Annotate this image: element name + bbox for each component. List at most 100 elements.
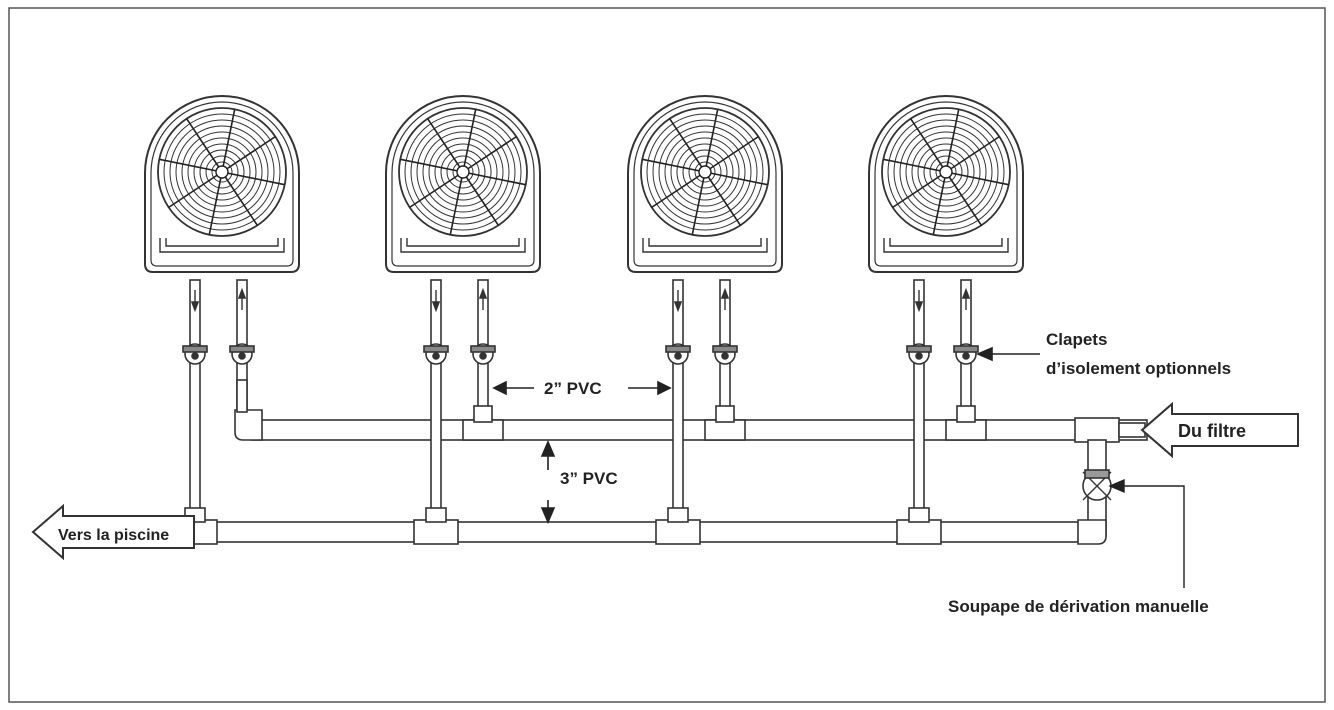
fan-guard-ring: [893, 119, 999, 225]
fan-hub: [698, 165, 712, 179]
up-flow-arrow: [478, 287, 488, 310]
unit-inner-outline: [633, 101, 777, 267]
fan-guard-ring: [899, 125, 993, 219]
arrow-head: [190, 301, 200, 313]
fan-guard-ring: [446, 155, 480, 189]
pvc-2-label: 2” PVC: [544, 379, 602, 398]
fan-spoke: [642, 158, 706, 173]
clapets-pointer-arrow: [975, 346, 1040, 362]
fan-guard-ring: [452, 161, 474, 183]
unit-4-outlet-valve: [906, 343, 932, 365]
fan-spoke: [668, 118, 706, 173]
valve-stem: [479, 352, 487, 360]
fan-guard-ring: [157, 107, 287, 237]
tee-3in-neck-3: [667, 507, 689, 523]
fan-guard-ring: [658, 125, 752, 219]
unit-housing: [385, 95, 541, 273]
fan-guard-ring: [694, 161, 716, 183]
diagram-frame: [8, 7, 1326, 703]
tee-2in-4: [945, 419, 987, 441]
fan-spoke: [168, 171, 223, 209]
heat-pump-unit-1: [144, 95, 300, 273]
fan-spoke: [945, 109, 960, 173]
clapets-label-line1: Clapets: [1046, 330, 1107, 349]
fan-guard-ring: [205, 155, 239, 189]
unit-1-outlet-valve: [182, 343, 208, 365]
unit-3-outlet-valve: [665, 343, 691, 365]
fan-spoke: [462, 135, 517, 173]
arrow-head: [478, 287, 488, 299]
fan-guard-ring: [422, 131, 504, 213]
bypass-elbow-bottom: [1077, 519, 1107, 545]
fan-guard-ring: [646, 113, 764, 231]
du-filtre-label: Du filtre: [1178, 421, 1246, 441]
fan-guard-ring: [193, 143, 251, 201]
fan-guard-ring: [175, 125, 269, 219]
elbow-left: [234, 409, 263, 441]
fan-spoke: [651, 171, 706, 209]
fan-hub: [939, 165, 953, 179]
unit-2-outlet-valve: [423, 343, 449, 365]
du-filtre-arrow: Du filtre: [1140, 401, 1299, 459]
unit-housing: [868, 95, 1024, 273]
unit-2-inlet-valve: [470, 343, 496, 365]
valve-handle: [953, 345, 979, 353]
arrow-head: [237, 287, 247, 299]
pvc-2-dimension-arrows: [492, 380, 672, 396]
tee-2in-neck-4: [956, 405, 976, 423]
fan-spoke: [945, 171, 1009, 186]
return-header-2in: [251, 419, 1148, 441]
fan-guard-ring: [917, 143, 975, 201]
tee-2in-neck-3: [715, 405, 735, 423]
unit-inner-outline: [150, 101, 294, 267]
unit-inner-outline: [391, 101, 535, 267]
tee-3in-neck-2: [425, 507, 447, 523]
tee-3in-neck-4: [908, 507, 930, 523]
tee-3in-4: [896, 519, 942, 545]
soupape-label: Soupape de dérivation manuelle: [948, 597, 1209, 616]
valve-handle: [423, 345, 449, 353]
valve-stem: [191, 352, 199, 360]
fan-guard-ring: [410, 119, 516, 225]
tee-2in-3: [704, 419, 746, 441]
unit-housing: [144, 95, 300, 273]
unit-base-bracket: [159, 238, 285, 253]
heat-pumps: [144, 95, 1024, 273]
fan-guard-ring: [434, 143, 492, 201]
arrow-head: [914, 301, 924, 313]
fan-spoke: [909, 118, 947, 173]
tee-2in-2: [462, 419, 504, 441]
fan-guard-ring: [199, 149, 245, 195]
fan-guard-ring: [923, 149, 969, 195]
fan-spoke: [704, 171, 742, 226]
fan-spoke: [221, 135, 276, 173]
fan-spoke: [691, 171, 706, 235]
unit-base-bracket: [400, 238, 526, 253]
fan-spoke: [945, 171, 983, 226]
unit-2-outlet-pipe: [430, 279, 442, 523]
up-flow-arrow: [720, 287, 730, 310]
fan-spoke: [221, 171, 285, 186]
valve-stem: [721, 352, 729, 360]
fan-guard-ring: [404, 113, 522, 231]
heat-pump-unit-3: [627, 95, 783, 273]
fan-guard-ring: [688, 155, 722, 189]
fan-hub: [215, 165, 229, 179]
fan-spoke: [208, 171, 223, 235]
pvc-3-dimension-arrows: [540, 439, 556, 525]
fan-guard-ring: [935, 161, 957, 183]
heat-pump-unit-4: [868, 95, 1024, 273]
tee-3in-3: [655, 519, 701, 545]
fan-guard-ring: [211, 161, 233, 183]
fan-guard-ring: [911, 137, 981, 207]
bypass-tee-top: [1074, 417, 1120, 443]
pvc-3-label: 3” PVC: [560, 469, 618, 488]
fan-spoke: [400, 158, 464, 173]
fan-guard-ring: [670, 137, 740, 207]
valve-handle: [470, 345, 496, 353]
unit-housing: [627, 95, 783, 273]
fan-spoke: [409, 171, 464, 209]
fan-guard-ring: [398, 107, 528, 237]
fan-guard-ring: [929, 155, 963, 189]
